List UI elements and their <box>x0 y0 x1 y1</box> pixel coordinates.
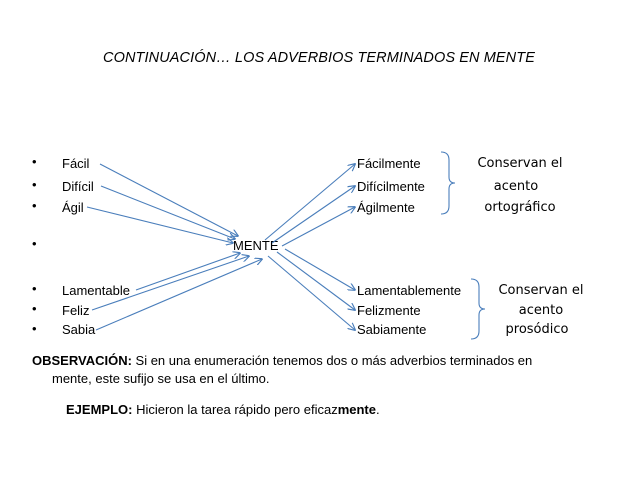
right-word-felizmente: Felizmente <box>357 303 421 318</box>
bullet: • <box>32 281 37 296</box>
right-word-agilmente: Ágilmente <box>357 200 415 215</box>
bullet: • <box>32 321 37 336</box>
left-word-sabia: Sabia <box>62 322 96 337</box>
left-word-dificil: Difícil <box>62 179 94 194</box>
bullet: • <box>32 154 37 169</box>
page-title: CONTINUACIÓN… LOS ADVERBIOS TERMINADOS E… <box>103 50 535 66</box>
left-word-agil: Ágil <box>62 200 84 215</box>
right-word-sabiamente: Sabiamente <box>357 322 427 337</box>
arrow-sabia <box>95 259 262 331</box>
arrow-to-dificilmente <box>271 186 355 244</box>
right-word-lamentablemente: Lamentablemente <box>357 283 462 298</box>
arrow-to-lamentablemente <box>284 248 355 290</box>
bracket-1 <box>440 151 456 215</box>
bullet: • <box>32 198 37 213</box>
note-1-line-2: acento <box>493 179 539 194</box>
note-2-line-1: Conservan el <box>498 283 584 298</box>
bracket-2 <box>470 278 486 340</box>
note-2-line-3: prosódico <box>505 322 569 337</box>
example-label: EJEMPLO: <box>66 402 133 417</box>
example-bold-suffix: mente <box>337 402 376 417</box>
observation-paragraph: OBSERVACIÓN: Si en una enumeración tenem… <box>32 352 602 388</box>
observation-label: OBSERVACIÓN: <box>32 353 132 368</box>
observation-text-2: mente, este sufijo se usa en el último. <box>52 371 270 386</box>
arrow-to-facilmente <box>264 164 355 241</box>
note-1-line-1: Conservan el <box>477 156 563 171</box>
note-1-line-3: ortográfico <box>484 200 556 215</box>
center-word-mente: MENTE <box>233 238 279 253</box>
bullet: • <box>32 236 37 251</box>
right-word-dificilmente: Difícilmente <box>357 179 425 194</box>
left-word-feliz: Feliz <box>62 303 90 318</box>
arrow-lamentable <box>135 253 240 291</box>
arrow-to-sabiamente <box>267 255 355 330</box>
example-period: . <box>376 402 380 417</box>
left-word-lamentable: Lamentable <box>62 283 130 298</box>
arrow-feliz <box>91 256 249 311</box>
example-line: EJEMPLO: Hicieron la tarea rápido pero e… <box>66 401 380 419</box>
note-2-line-2: acento <box>518 303 564 318</box>
bullet: • <box>32 177 37 192</box>
left-word-facil: Fácil <box>62 156 90 171</box>
observation-text-1: Si en una enumeración tenemos dos o más … <box>131 353 533 368</box>
arrow-dificil <box>100 185 235 239</box>
example-text: Hicieron la tarea rápido pero eficaz <box>132 402 338 417</box>
arrow-facil <box>99 163 238 236</box>
arrow-to-felizmente <box>276 251 355 310</box>
arrow-agil <box>86 206 233 243</box>
arrow-to-agilmente <box>281 207 355 247</box>
bullet: • <box>32 301 37 316</box>
right-word-facilmente: Fácilmente <box>357 156 421 171</box>
